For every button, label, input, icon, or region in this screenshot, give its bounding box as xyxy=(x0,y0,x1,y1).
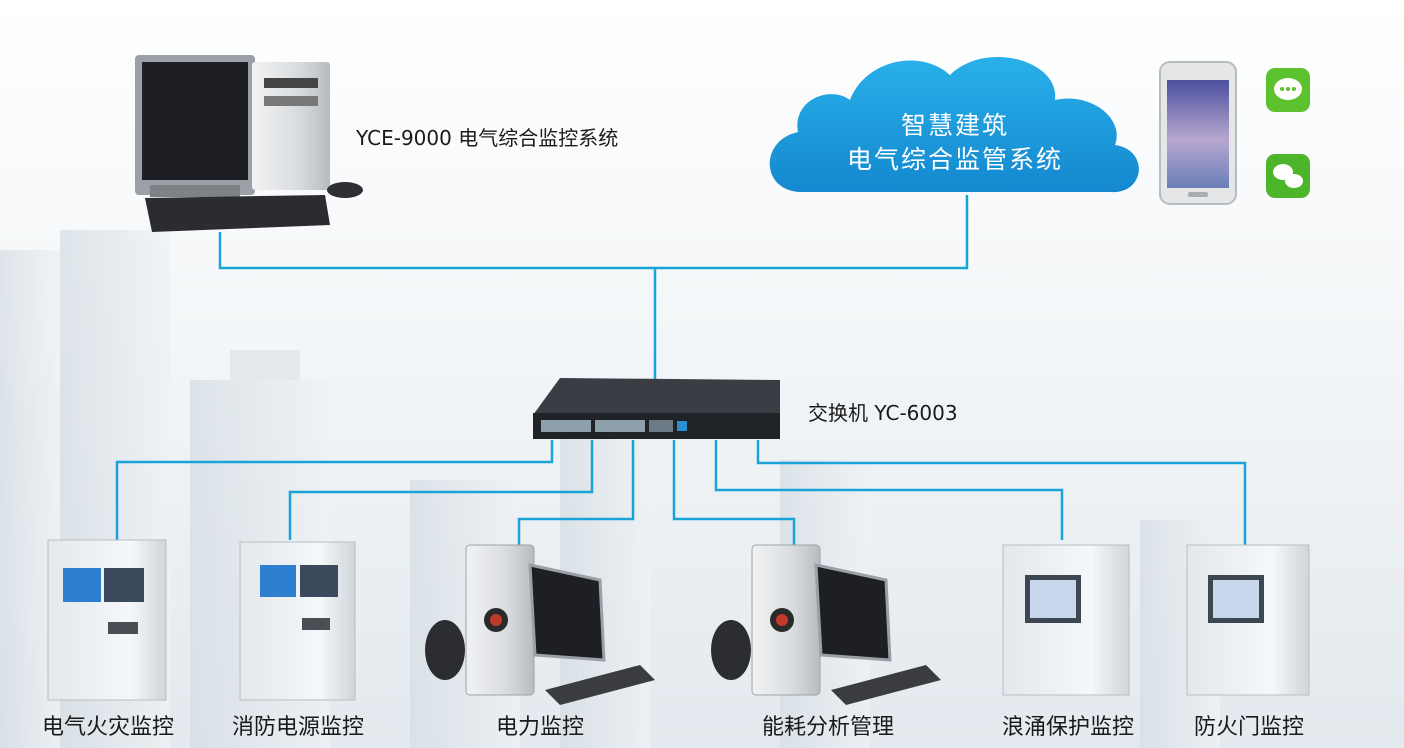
cloud-icon xyxy=(769,56,1139,193)
network-switch-icon xyxy=(533,378,780,439)
system-label: YCE-9000 电气综合监控系统 xyxy=(356,126,619,150)
surge-protection-monitor-device xyxy=(1002,544,1130,696)
fire-power-monitor-device xyxy=(239,541,356,701)
switch-label: 交换机 YC-6003 xyxy=(808,401,958,425)
device-label-surge-protection: 浪涌保护监控 xyxy=(1001,715,1135,740)
device-label-energy-analysis: 能耗分析管理 xyxy=(761,715,895,740)
electrical-fire-monitor-device xyxy=(47,539,167,701)
power-monitor-pc xyxy=(425,544,655,705)
device-label-power-monitor: 电力监控 xyxy=(495,715,585,740)
device-label-fire-door: 防火门监控 xyxy=(1193,715,1305,740)
fire-door-monitor-device xyxy=(1186,544,1310,696)
device-label-fire-power: 消防电源监控 xyxy=(231,715,365,740)
cloud-title-line2: 电气综合监管系统 xyxy=(846,145,1063,174)
energy-analysis-pc xyxy=(711,544,941,705)
desktop-computer-icon xyxy=(135,55,363,232)
message-app-icon xyxy=(1266,68,1310,112)
smartphone-icon xyxy=(1159,61,1237,205)
network-lines xyxy=(115,195,1247,545)
wechat-icon xyxy=(1266,154,1310,198)
cloud-title-line1: 智慧建筑 xyxy=(900,111,1009,140)
device-label-electrical-fire: 电气火灾监控 xyxy=(41,715,175,740)
